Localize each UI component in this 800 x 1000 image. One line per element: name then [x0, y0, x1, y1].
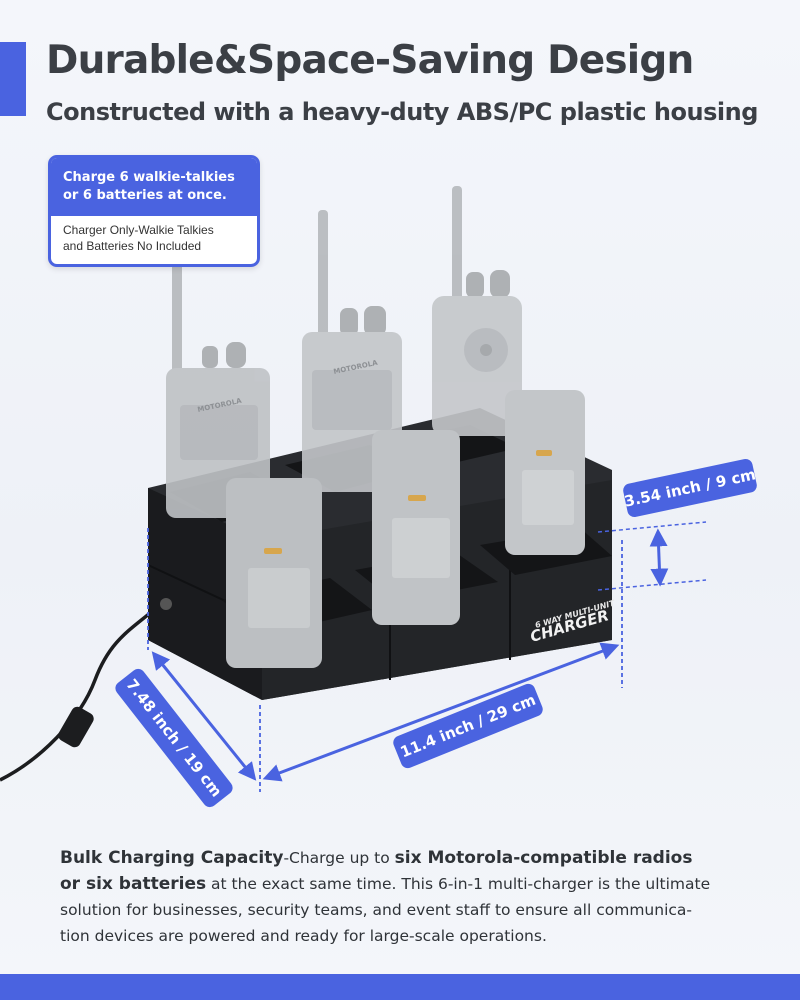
power-cable	[0, 603, 162, 782]
dimension-guides	[147, 521, 707, 792]
callout-note-line1: Charger Only-Walkie Talkies	[63, 223, 214, 237]
height-dimension-tag: 3.54 inch / 9 cm	[623, 458, 757, 518]
bottom-accent-bar	[0, 974, 800, 1000]
description-lead-bold: Bulk Charging Capacity	[60, 848, 284, 868]
page-subtitle: Constructed with a heavy-duty ABS/PC pla…	[46, 98, 758, 126]
title-accent-bar	[0, 42, 26, 116]
height-arrow	[649, 528, 669, 587]
depth-dimension-label: 7.48 inch / 19 cm	[123, 676, 226, 801]
description-emphasis2: or six batteries	[60, 874, 207, 894]
page-title: Durable&Space-Saving Design	[46, 38, 694, 83]
callout-headline-line1: Charge 6 walkie-talkies	[63, 170, 235, 185]
callout-headline-line2: or 6 batteries at once.	[63, 188, 227, 203]
description-line1: Bulk Charging Capacity-Charge up to six …	[60, 845, 750, 871]
depth-arrow	[151, 651, 257, 781]
callout-note-line2: and Batteries No Included	[63, 239, 202, 253]
battery-front-left	[226, 478, 322, 668]
description-line3: solution for businesses, security teams,…	[60, 901, 692, 919]
dc-port	[160, 598, 172, 610]
width-dimension-tag: 11.4 inch / 29 cm	[393, 683, 543, 769]
radio-back-right	[432, 186, 522, 436]
ferrite-core	[58, 706, 94, 748]
callout-note: Charger Only-Walkie Talkies and Batterie…	[51, 216, 257, 254]
callout-headline: Charge 6 walkie-talkies or 6 batteries a…	[51, 158, 257, 216]
battery-front-center	[372, 430, 460, 625]
width-arrow	[262, 642, 620, 782]
description-emphasis1: six Motorola-compatible radios	[394, 848, 693, 868]
depth-dimension-tag: 7.48 inch / 19 cm	[115, 668, 233, 808]
description-text1: -Charge up to	[283, 849, 395, 867]
battery-front-right	[505, 390, 585, 555]
description-text2: at the exact same time. This 6-in-1 mult…	[206, 875, 711, 893]
capacity-callout: Charge 6 walkie-talkies or 6 batteries a…	[48, 155, 260, 267]
radio-back-left	[166, 262, 270, 518]
description-line4: tion devices are powered and ready for l…	[60, 927, 547, 945]
description-paragraph: Bulk Charging Capacity-Charge up to six …	[60, 845, 750, 949]
description-line2: or six batteries at the exact same time.…	[60, 871, 750, 897]
